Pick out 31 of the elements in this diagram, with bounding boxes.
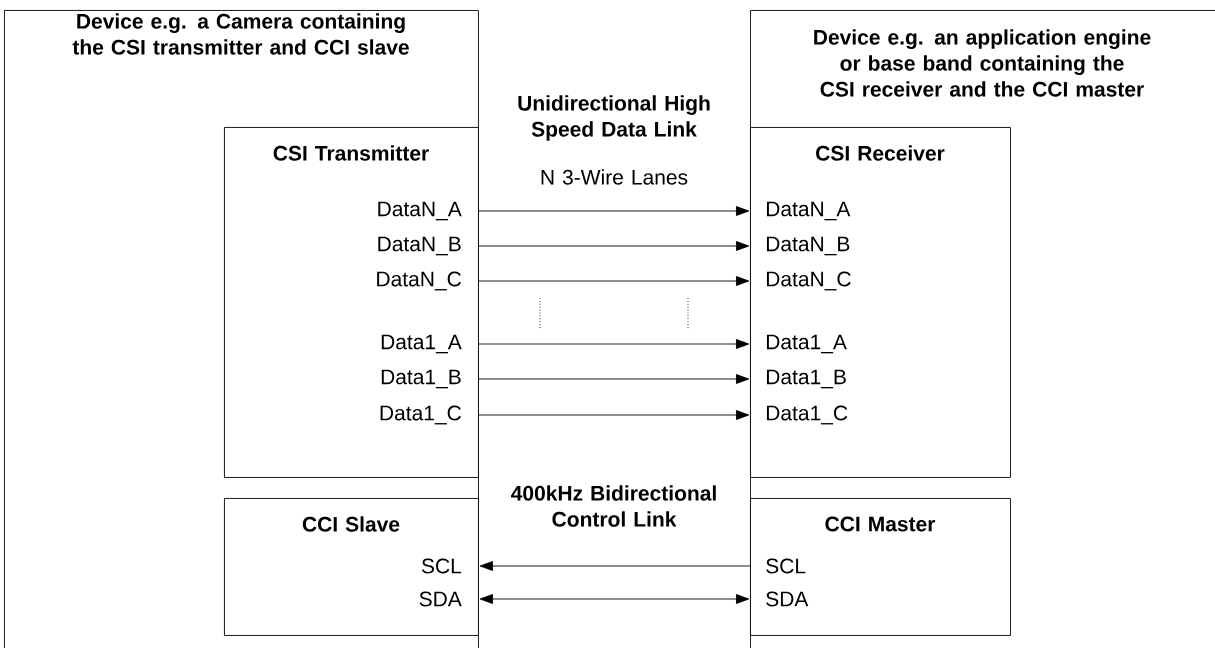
arrow (478, 276, 750, 286)
pin-label: DataN_B (766, 236, 850, 256)
pin-label: SCL (766, 558, 806, 574)
pin-label: Data1_B (766, 369, 846, 389)
slave-box: CCI Slave SCL SDA (224, 498, 479, 636)
link-label: N 3-Wire Lanes (541, 169, 688, 185)
pin-label: DataN_A (766, 201, 851, 221)
arrow (478, 374, 750, 384)
pin-label: Data1_C (380, 405, 461, 425)
pin-label: SDA (766, 591, 809, 607)
transmitter-box: CSI Transmitter DataN_A DataN_B DataN_C Data1_A Data1_B Data1_C (224, 127, 479, 478)
link-label: Unidirectional High Speed Data Link (518, 95, 710, 141)
arrow (478, 206, 750, 216)
pin-label: DataN_A (378, 201, 462, 221)
arrow (478, 410, 750, 420)
arrow (479, 594, 750, 604)
link-label: 400kHz Bidirectional Control Link (511, 485, 716, 527)
pin-label: SDA (419, 591, 462, 607)
receiver-box: CSI Receiver DataN_A DataN_B DataN_C Data1_A Data1_B Data1_C (750, 127, 1011, 478)
arrow (478, 339, 750, 349)
pin-label: SCL (421, 558, 462, 574)
pin-label: Data1_A (381, 334, 462, 354)
pin-label: Data1_B (381, 369, 461, 389)
pin-label: DataN_B (378, 236, 461, 256)
pin-label: Data1_A (766, 334, 847, 354)
pin-label: Data1_C (766, 405, 848, 425)
pin-label: DataN_C (766, 271, 851, 291)
master-box: CCI Master SCL SDA (750, 498, 1011, 636)
arrow (479, 561, 751, 571)
pin-label: DataN_C (377, 271, 461, 291)
arrow (478, 241, 750, 251)
